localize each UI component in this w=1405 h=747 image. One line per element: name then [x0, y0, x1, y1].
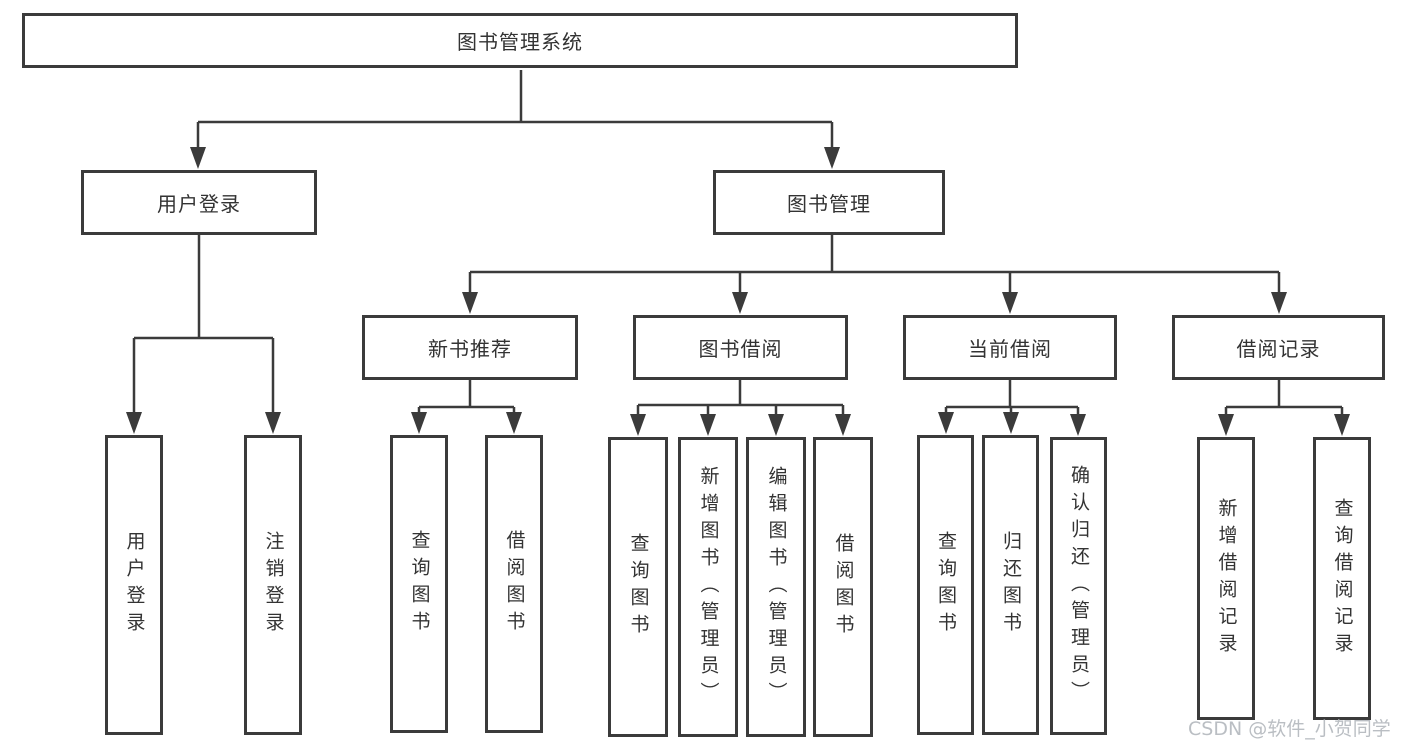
node-user-login: 用户登录: [81, 170, 317, 235]
leaf-borrow-query-books-label: 查询图书: [627, 533, 650, 641]
leaf-recommend-borrow-books: 借阅图书: [485, 435, 543, 733]
leaf-query-borrow-record-label: 查询借阅记录: [1331, 497, 1354, 660]
leaf-confirm-return-admin: 确认归还（管理员）: [1050, 437, 1107, 735]
node-new-book-recommend: 新书推荐: [362, 315, 578, 380]
edge-new-book-recommend-to-leaves: [411, 380, 522, 434]
leaf-borrow-query-books: 查询图书: [608, 437, 668, 737]
node-borrow-records-label: 借阅记录: [1236, 337, 1321, 361]
node-book-management: 图书管理: [713, 170, 945, 235]
leaf-return-books-label: 归还图书: [1000, 531, 1022, 639]
leaf-current-query-books: 查询图书: [917, 435, 974, 735]
leaf-add-books-admin-label: 新增图书（管理员）: [697, 465, 720, 709]
node-book-management-label: 图书管理: [787, 192, 871, 216]
edge-book-borrow-to-leaves: [630, 380, 851, 436]
watermark: CSDN @软件_小贺同学: [1188, 718, 1391, 740]
leaf-edit-books-admin: 编辑图书（管理员）: [746, 437, 806, 737]
edge-current-borrow-to-leaves: [938, 380, 1086, 436]
leaf-confirm-return-admin-label: 确认归还（管理员）: [1068, 464, 1090, 708]
leaf-borrow-books: 借阅图书: [813, 437, 873, 737]
leaf-recommend-query-books-label: 查询图书: [408, 530, 431, 638]
arrowhead: [630, 414, 851, 436]
edge-book-management-to-level3: [462, 235, 1287, 314]
leaf-user-login: 用户登录: [105, 435, 163, 735]
leaf-recommend-query-books: 查询图书: [390, 435, 448, 733]
node-root: 图书管理系统: [22, 13, 1018, 68]
leaf-query-borrow-record: 查询借阅记录: [1313, 437, 1371, 720]
edge-borrow-records-to-leaves: [1218, 380, 1350, 436]
leaf-return-books: 归还图书: [982, 435, 1039, 735]
arrowhead: [411, 412, 522, 434]
node-book-borrow: 图书借阅: [633, 315, 848, 380]
node-user-login-label: 用户登录: [157, 192, 241, 216]
leaf-add-borrow-record: 新增借阅记录: [1197, 437, 1255, 720]
leaf-edit-books-admin-label: 编辑图书（管理员）: [765, 465, 788, 709]
leaf-logout: 注销登录: [244, 435, 302, 735]
leaf-borrow-books-label: 借阅图书: [832, 533, 855, 641]
arrowhead: [1218, 414, 1350, 436]
leaf-add-borrow-record-label: 新增借阅记录: [1215, 497, 1238, 660]
node-new-book-recommend-label: 新书推荐: [428, 337, 512, 361]
leaf-user-login-label: 用户登录: [123, 531, 146, 639]
leaf-logout-label: 注销登录: [262, 531, 285, 639]
node-root-label: 图书管理系统: [457, 30, 583, 54]
arrowhead: [938, 412, 1086, 436]
edge-user-login-to-leaves: [126, 235, 281, 434]
arrowhead: [190, 147, 840, 169]
leaf-current-query-books-label: 查询图书: [935, 531, 957, 639]
node-current-borrow: 当前借阅: [903, 315, 1117, 380]
node-borrow-records: 借阅记录: [1172, 315, 1385, 380]
arrowhead: [462, 292, 1287, 314]
edge-root-to-level2: [190, 70, 840, 169]
leaf-recommend-borrow-books-label: 借阅图书: [503, 530, 526, 638]
node-book-borrow-label: 图书借阅: [698, 337, 783, 361]
leaf-add-books-admin: 新增图书（管理员）: [678, 437, 738, 737]
arrowhead: [126, 412, 281, 434]
node-current-borrow-label: 当前借阅: [968, 337, 1052, 361]
